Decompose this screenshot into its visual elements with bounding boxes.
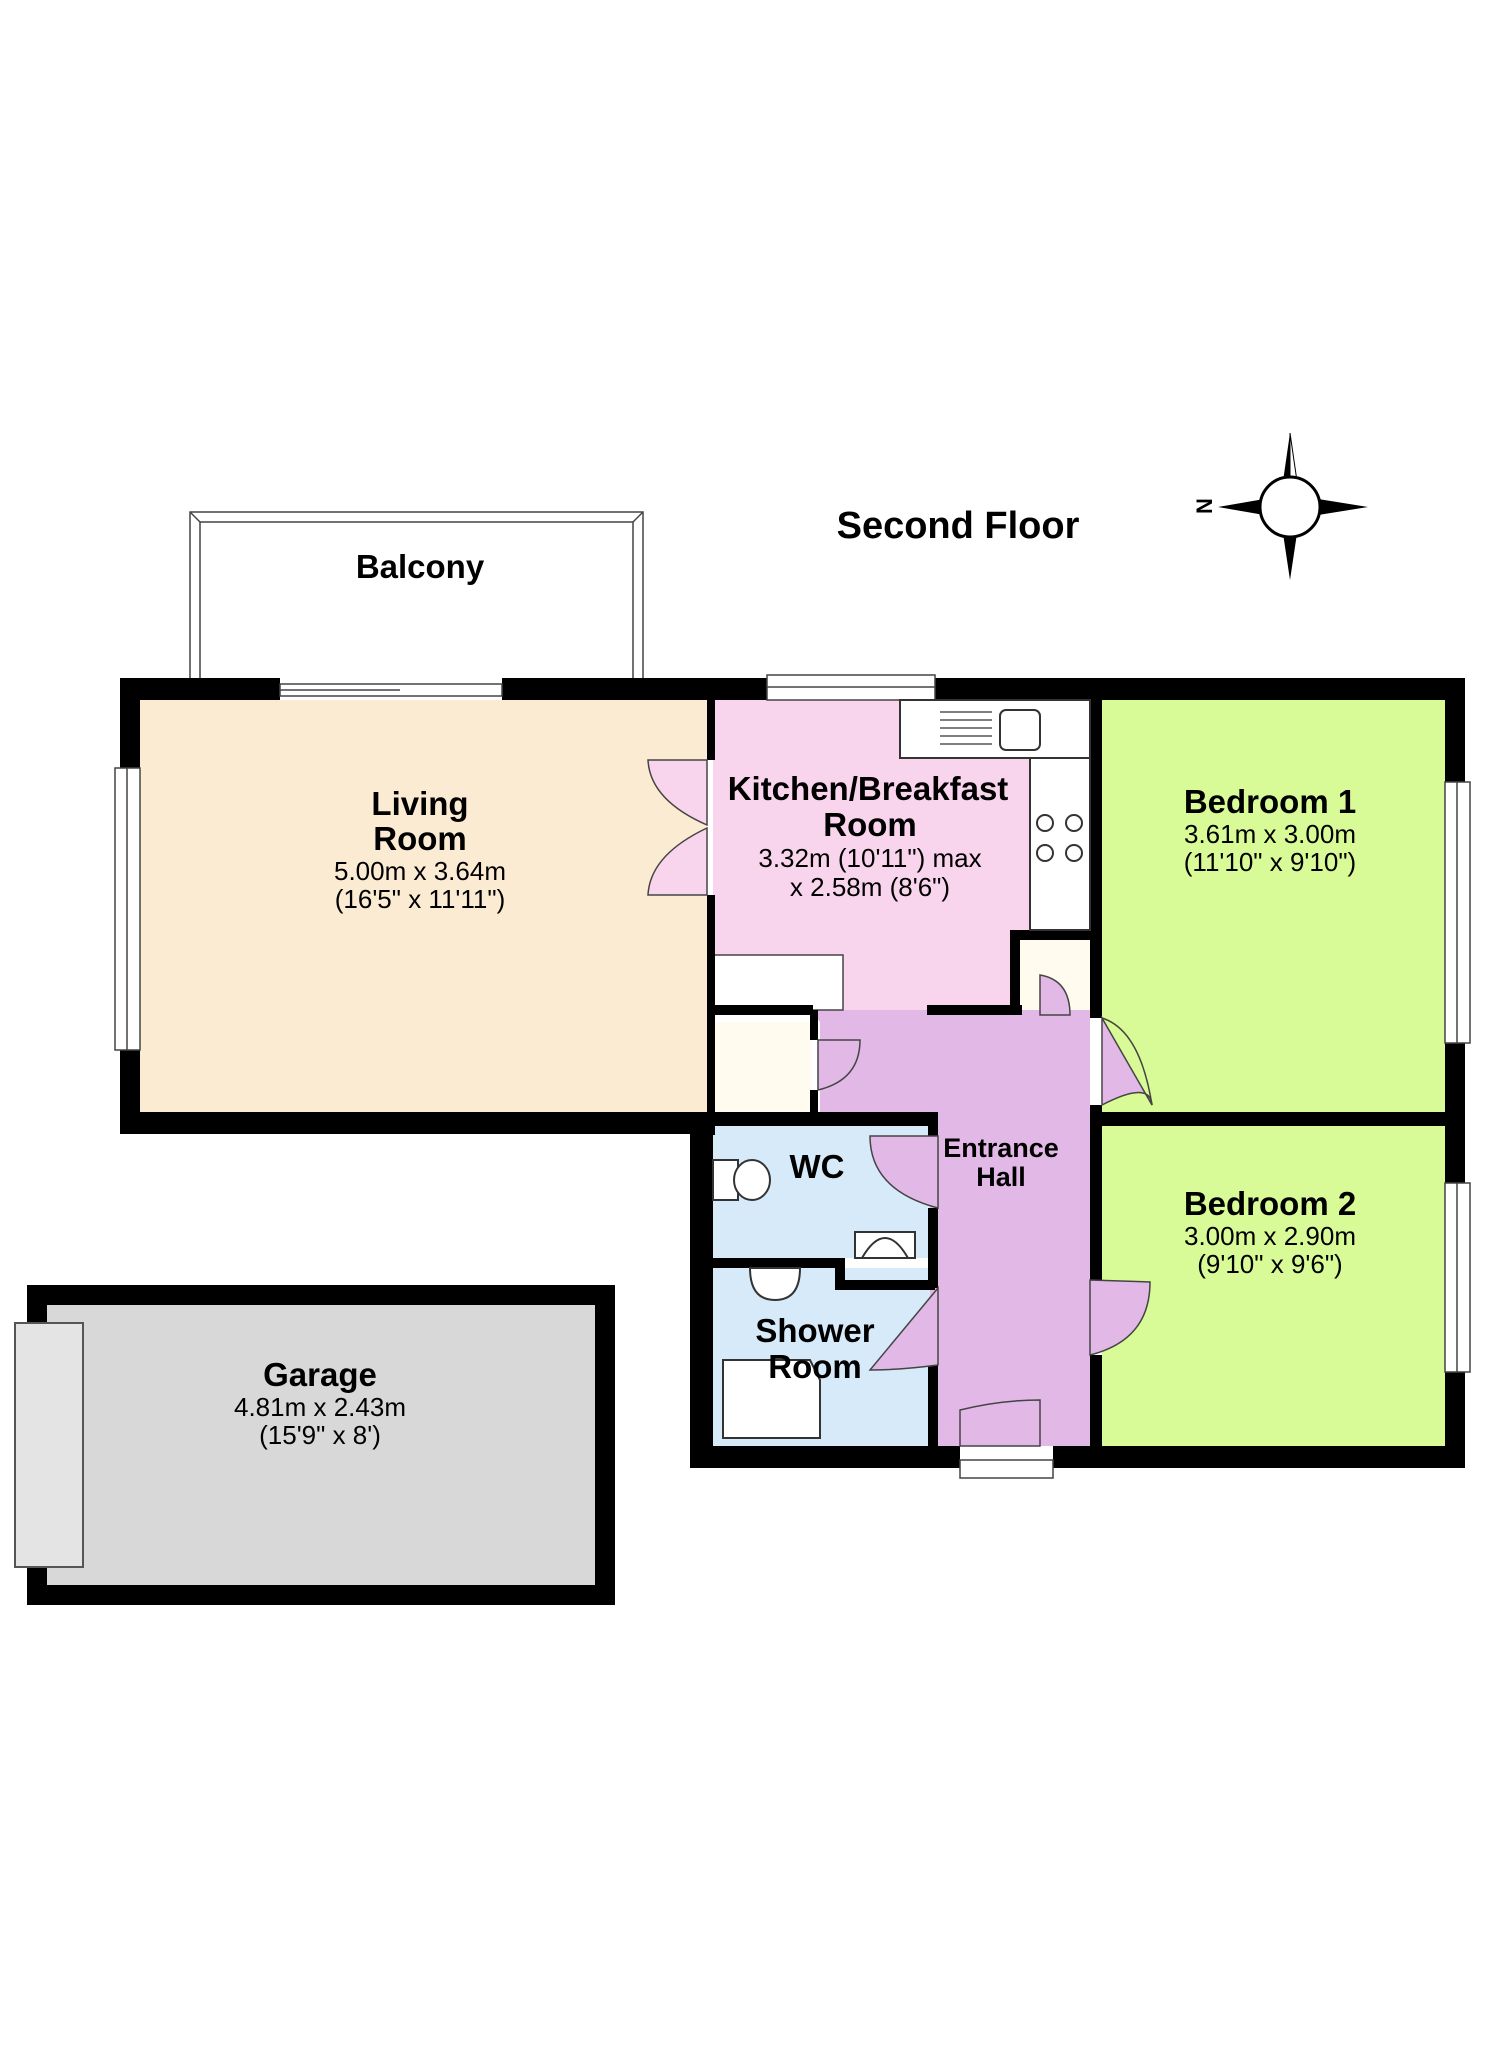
bedroom-2-name: Bedroom 2 (1184, 1185, 1356, 1222)
bedroom-1-dim-imperial: (11'10" x 9'10") (1184, 847, 1356, 877)
living-room-dim-imperial: (16'5" x 11'11") (335, 884, 506, 914)
compass-north-label: N (1192, 498, 1217, 514)
cupboard-floor-1 (713, 1022, 811, 1112)
bedroom-2-dim-imperial: (9'10" x 9'6") (1197, 1249, 1342, 1279)
living-room-name-1: Living (371, 785, 468, 822)
living-room-floor (140, 700, 707, 1112)
shower-room-name-1: Shower (755, 1312, 874, 1349)
kitchen-dim-1: 3.32m (10'11") max (758, 843, 981, 873)
bathroom-fixtures (712, 1159, 916, 1439)
entrance-hall-name-1: Entrance (943, 1133, 1059, 1163)
shower-room-name-2: Room (768, 1348, 862, 1385)
kitchen-name-2: Room (823, 806, 917, 843)
windows (114, 674, 1471, 1479)
bedroom-2-dim-metric: 3.00m x 2.90m (1184, 1221, 1356, 1251)
kitchen-fixtures (899, 699, 1091, 931)
garage-dim-imperial: (15'9" x 8') (259, 1420, 381, 1450)
bedroom-1-floor (1102, 700, 1445, 1112)
bedroom-1-name: Bedroom 1 (1184, 783, 1356, 820)
doors (647, 759, 1153, 1447)
entrance-hall-name-2: Hall (976, 1162, 1026, 1192)
kitchen-floor (713, 700, 1090, 1010)
living-room-name-2: Room (373, 820, 467, 857)
kitchen-counter-low (712, 954, 844, 1011)
garage (14, 1285, 615, 1605)
bedroom-2-floor (1102, 1126, 1445, 1446)
bedroom-1-dim-metric: 3.61m x 3.00m (1184, 819, 1356, 849)
walls (120, 678, 1465, 1468)
compass-icon (1218, 432, 1368, 580)
living-room-dim-metric: 5.00m x 3.64m (334, 856, 506, 886)
kitchen-name-1: Kitchen/Breakfast (728, 770, 1009, 807)
kitchen-dim-2: x 2.58m (8'6") (790, 872, 950, 902)
wc-name: WC (790, 1148, 845, 1185)
garage-name: Garage (263, 1356, 377, 1393)
balcony-label: Balcony (356, 548, 485, 585)
garage-dim-metric: 4.81m x 2.43m (234, 1392, 406, 1422)
balcony (189, 511, 644, 678)
entrance-hall-floor (810, 1010, 1090, 1446)
floor-title: Second Floor (837, 505, 1080, 547)
